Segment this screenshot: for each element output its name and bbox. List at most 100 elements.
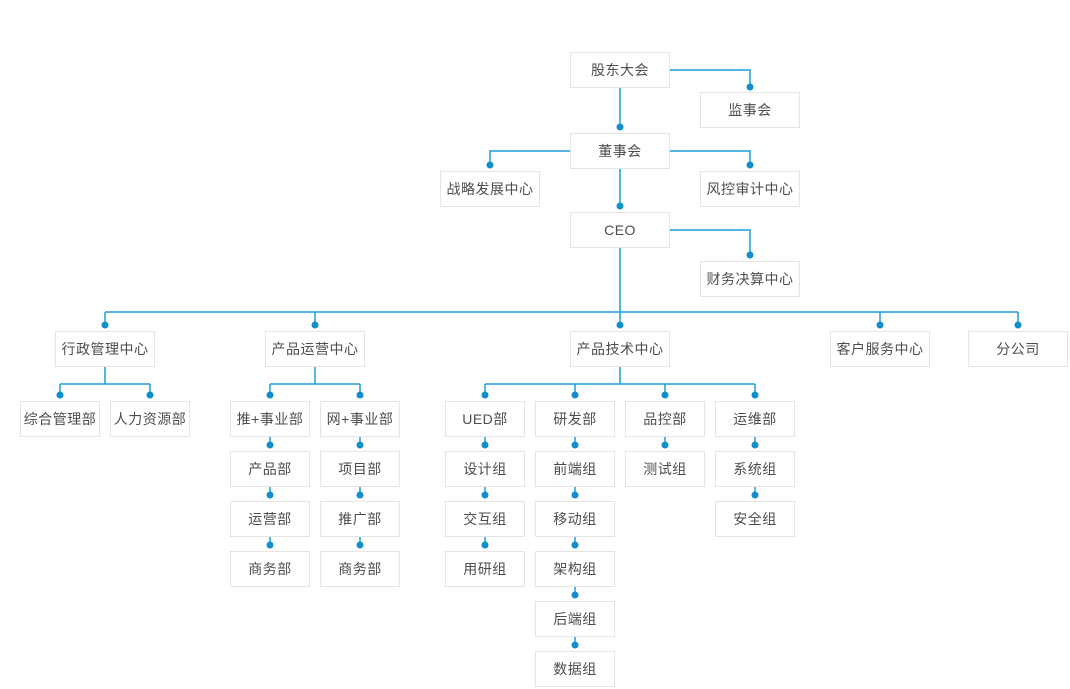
org-node-finance-center: 财务决算中心 [700,261,800,297]
org-node-qc-dept: 品控部 [625,401,705,437]
org-node-label: 数据组 [553,661,597,677]
org-node-frontend-group: 前端组 [535,451,615,487]
org-node-mobile-group: 移动组 [535,501,615,537]
org-node-label: 网+事业部 [326,411,394,427]
org-node-promotion-dept: 推广部 [320,501,400,537]
connector-dot [356,491,364,499]
connector-dot [486,161,494,169]
connector-dot [1014,321,1022,329]
connector-line [670,150,751,165]
connector-dot [616,202,624,210]
org-node-operation-dept: 运营部 [230,501,310,537]
org-node-supervisory-board: 监事会 [700,92,800,128]
connector-dot [571,491,579,499]
org-node-label: 测试组 [643,461,687,477]
org-node-label: 品控部 [643,411,687,427]
org-node-label: UED部 [462,411,508,427]
connector-dot [266,391,274,399]
connector-dot [746,161,754,169]
org-node-wang-business-unit: 网+事业部 [320,401,400,437]
connector-dot [746,251,754,259]
connector-dot [481,541,489,549]
connector-dot [571,441,579,449]
org-node-general-admin-dept: 综合管理部 [20,401,100,437]
org-node-tui-business-unit: 推+事业部 [230,401,310,437]
org-node-project-dept: 项目部 [320,451,400,487]
org-node-label: 股东大会 [591,62,649,78]
org-node-data-group: 数据组 [535,651,615,687]
org-node-label: 人力资源部 [113,411,187,427]
org-node-label: 产品运营中心 [271,341,359,357]
org-node-label: 移动组 [553,511,597,527]
org-node-user-research-group: 用研组 [445,551,525,587]
org-node-label: 推+事业部 [236,411,304,427]
connector-dot [751,441,759,449]
connector-dot [266,541,274,549]
connector-dot [571,591,579,599]
org-node-label: 后端组 [553,611,597,627]
org-node-label: 商务部 [338,561,382,577]
connector-dot [571,541,579,549]
connector-line [670,229,751,255]
org-node-label: 系统组 [733,461,777,477]
org-node-ued-dept: UED部 [445,401,525,437]
org-node-product-tech-center: 产品技术中心 [570,331,670,367]
connector-dot [101,321,109,329]
connector-line [489,150,570,165]
org-node-label: 交互组 [463,511,507,527]
org-node-branch-company: 分公司 [968,331,1068,367]
connector-dot [661,391,669,399]
connector-dot [356,391,364,399]
org-node-label: 安全组 [733,511,777,527]
org-node-label: 推广部 [338,511,382,527]
org-node-business-dept-wang: 商务部 [320,551,400,587]
connector-dot [751,391,759,399]
connector-dot [661,441,669,449]
org-node-business-dept-tui: 商务部 [230,551,310,587]
connector-dot [876,321,884,329]
connector-dot [751,491,759,499]
org-node-strategy-center: 战略发展中心 [440,171,540,207]
connector-dot [746,83,754,91]
org-node-admin-center: 行政管理中心 [55,331,155,367]
org-node-label: CEO [604,222,636,238]
connector-dot [266,441,274,449]
connector-dot [571,641,579,649]
org-node-risk-audit-center: 风控审计中心 [700,171,800,207]
connector-dot [266,491,274,499]
connector-dot [481,491,489,499]
org-node-label: 行政管理中心 [61,341,149,357]
org-node-interaction-group: 交互组 [445,501,525,537]
org-node-label: 设计组 [463,461,507,477]
connector-dot [481,441,489,449]
org-node-board-of-directors: 董事会 [570,133,670,169]
org-node-hr-dept: 人力资源部 [110,401,190,437]
org-node-label: 风控审计中心 [706,181,794,197]
org-node-label: 架构组 [553,561,597,577]
org-node-architecture-group: 架构组 [535,551,615,587]
connector-dot [481,391,489,399]
org-node-label: 商务部 [248,561,292,577]
connector-dot [616,123,624,131]
org-node-label: 综合管理部 [23,411,97,427]
org-node-label: 研发部 [553,411,597,427]
connector-dot [146,391,154,399]
connector-dot [571,391,579,399]
org-node-ops-maintenance-dept: 运维部 [715,401,795,437]
connector-dot [356,441,364,449]
org-node-backend-group: 后端组 [535,601,615,637]
org-node-label: 董事会 [598,143,642,159]
org-node-product-dept: 产品部 [230,451,310,487]
org-node-label: 客户服务中心 [836,341,924,357]
org-node-design-group: 设计组 [445,451,525,487]
connector-line [670,69,751,87]
connector-dot [56,391,64,399]
org-node-label: 运维部 [733,411,777,427]
org-node-security-group: 安全组 [715,501,795,537]
org-node-customer-service-center: 客户服务中心 [830,331,930,367]
connector-dot [616,321,624,329]
org-node-system-group: 系统组 [715,451,795,487]
org-node-label: 用研组 [463,561,507,577]
